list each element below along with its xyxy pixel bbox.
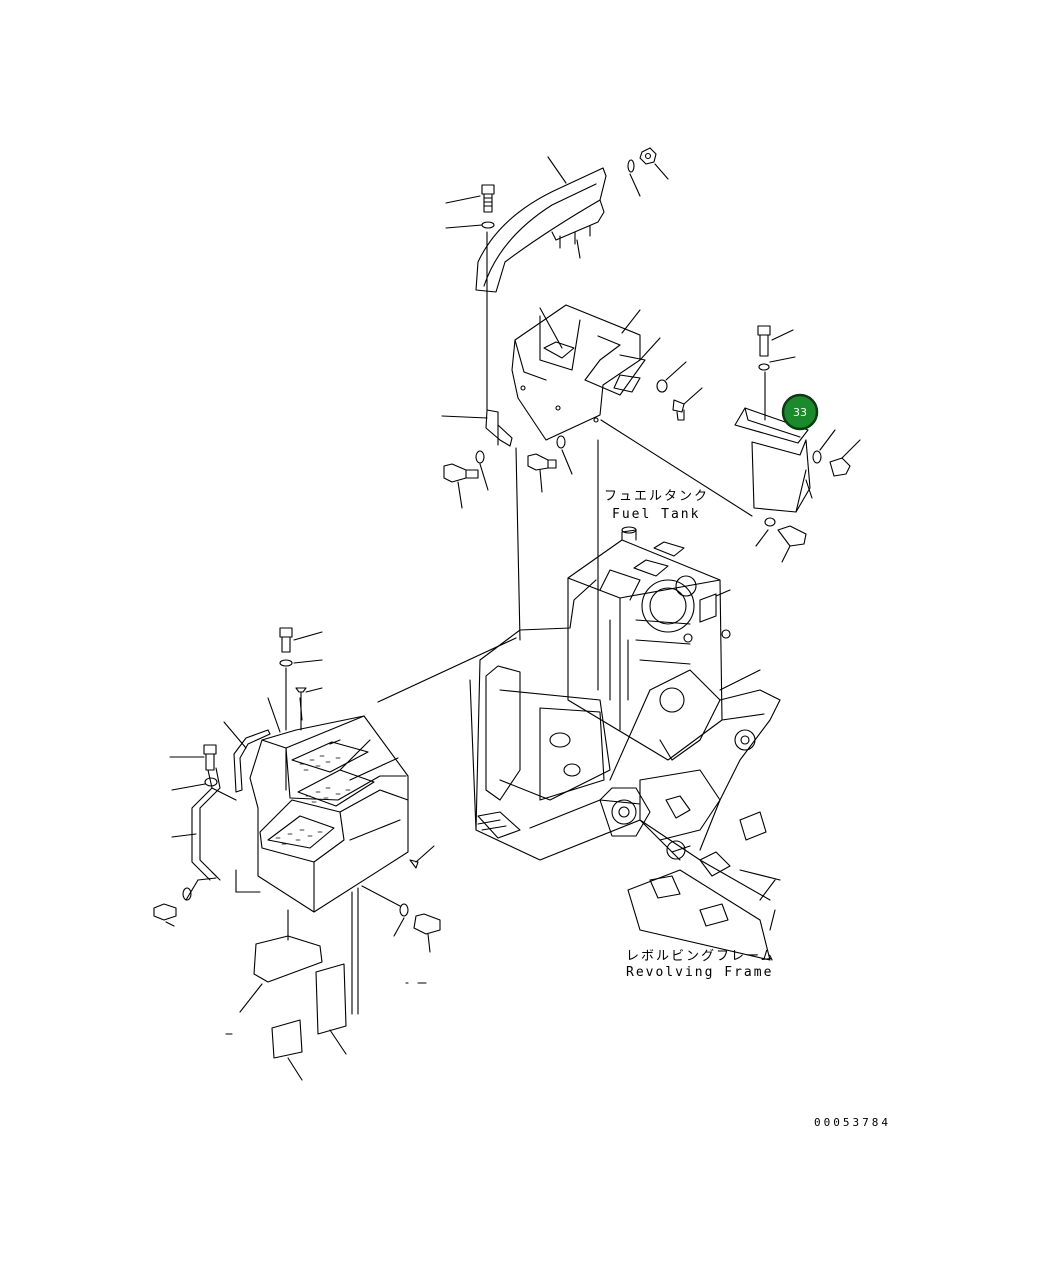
screw-icon (295, 687, 307, 703)
washer-icon (475, 450, 485, 464)
mounting-bracket (485, 409, 513, 447)
revolving-frame-label-jp: レボルビングフレーム (626, 949, 776, 964)
bolt-icon (481, 184, 495, 213)
revolving-frame-label-en: Revolving Frame (626, 965, 773, 980)
rubber-strip (233, 729, 271, 793)
right-small-plate (734, 407, 811, 513)
top-curved-cover (475, 167, 607, 293)
washer-icon (764, 517, 776, 527)
small-plate (271, 1019, 303, 1059)
washer-icon (627, 159, 635, 173)
washer-icon (399, 903, 409, 917)
washer-icon (556, 435, 566, 449)
callout-number: 33 (793, 406, 807, 419)
grab-handle (191, 767, 221, 881)
bolt-icon (777, 525, 807, 547)
revolving-frame (469, 579, 781, 961)
washer-icon (204, 777, 218, 787)
bolt-icon (203, 744, 217, 771)
fuel-tank-label-jp: フュエルタンク (604, 489, 709, 504)
bolt-icon (443, 463, 479, 483)
rect-plate (315, 963, 347, 1035)
washer-icon (182, 887, 192, 901)
clip-icon (409, 859, 419, 869)
washer-icon (481, 221, 495, 229)
drawing-number: 00053784 (814, 1116, 891, 1129)
nut-icon (639, 147, 657, 165)
bolt-icon (527, 453, 557, 471)
middle-cover-plate (511, 304, 661, 441)
bolt-icon (279, 627, 293, 653)
fuel-tank (567, 526, 731, 761)
callout-33[interactable]: 33 (781, 393, 819, 431)
fuel-tank-label-en: Fuel Tank (612, 507, 700, 522)
bolt-icon (829, 457, 851, 477)
step-tread-holes (275, 755, 351, 845)
step-box (249, 715, 409, 913)
bolt-icon (757, 325, 771, 357)
bolt-icon (672, 399, 685, 421)
bolt-icon (153, 903, 177, 921)
washer-icon (758, 363, 770, 371)
triangular-plate (253, 935, 323, 983)
bolt-icon (413, 913, 441, 935)
washer-icon (279, 659, 293, 667)
washer-icon (656, 379, 668, 393)
washer-icon (812, 450, 822, 464)
